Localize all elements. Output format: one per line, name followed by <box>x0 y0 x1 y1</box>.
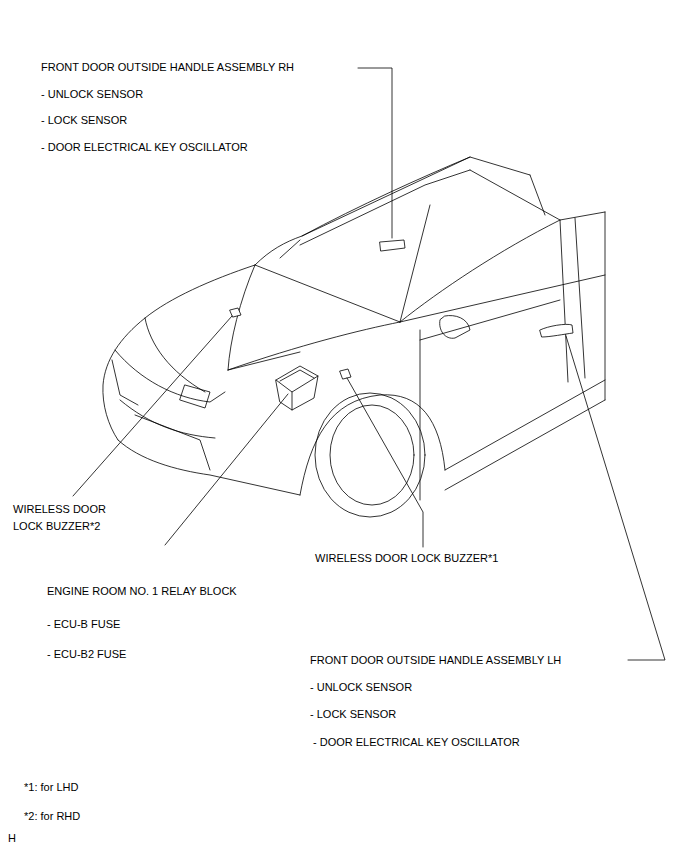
sensor-name: - UNLOCK SENSOR <box>310 679 412 696</box>
sensor-name: - DOOR ELECTRICAL KEY OSCILLATOR <box>41 139 248 156</box>
footnote: *2: for RHD <box>24 808 80 825</box>
sensor-name: - UNLOCK SENSOR <box>41 86 143 103</box>
fuse-name: - ECU-B2 FUSE <box>47 646 126 663</box>
part-name: FRONT DOOR OUTSIDE HANDLE ASSEMBLY RH <box>41 59 294 76</box>
sensor-name: - LOCK SENSOR <box>310 706 396 723</box>
part-name: FRONT DOOR OUTSIDE HANDLE ASSEMBLY LH <box>310 652 561 669</box>
footnote: *1: for LHD <box>24 779 78 796</box>
sensor-name: - LOCK SENSOR <box>41 112 127 129</box>
figure-code: H <box>8 830 16 847</box>
part-name: ENGINE ROOM NO. 1 RELAY BLOCK <box>47 583 237 600</box>
part-name: WIRELESS DOOR LOCK BUZZER*1 <box>315 550 498 567</box>
fuse-name: - ECU-B FUSE <box>47 616 120 633</box>
sensor-name: - DOOR ELECTRICAL KEY OSCILLATOR <box>313 734 520 751</box>
part-name: WIRELESS DOOR LOCK BUZZER*2 <box>13 501 113 535</box>
